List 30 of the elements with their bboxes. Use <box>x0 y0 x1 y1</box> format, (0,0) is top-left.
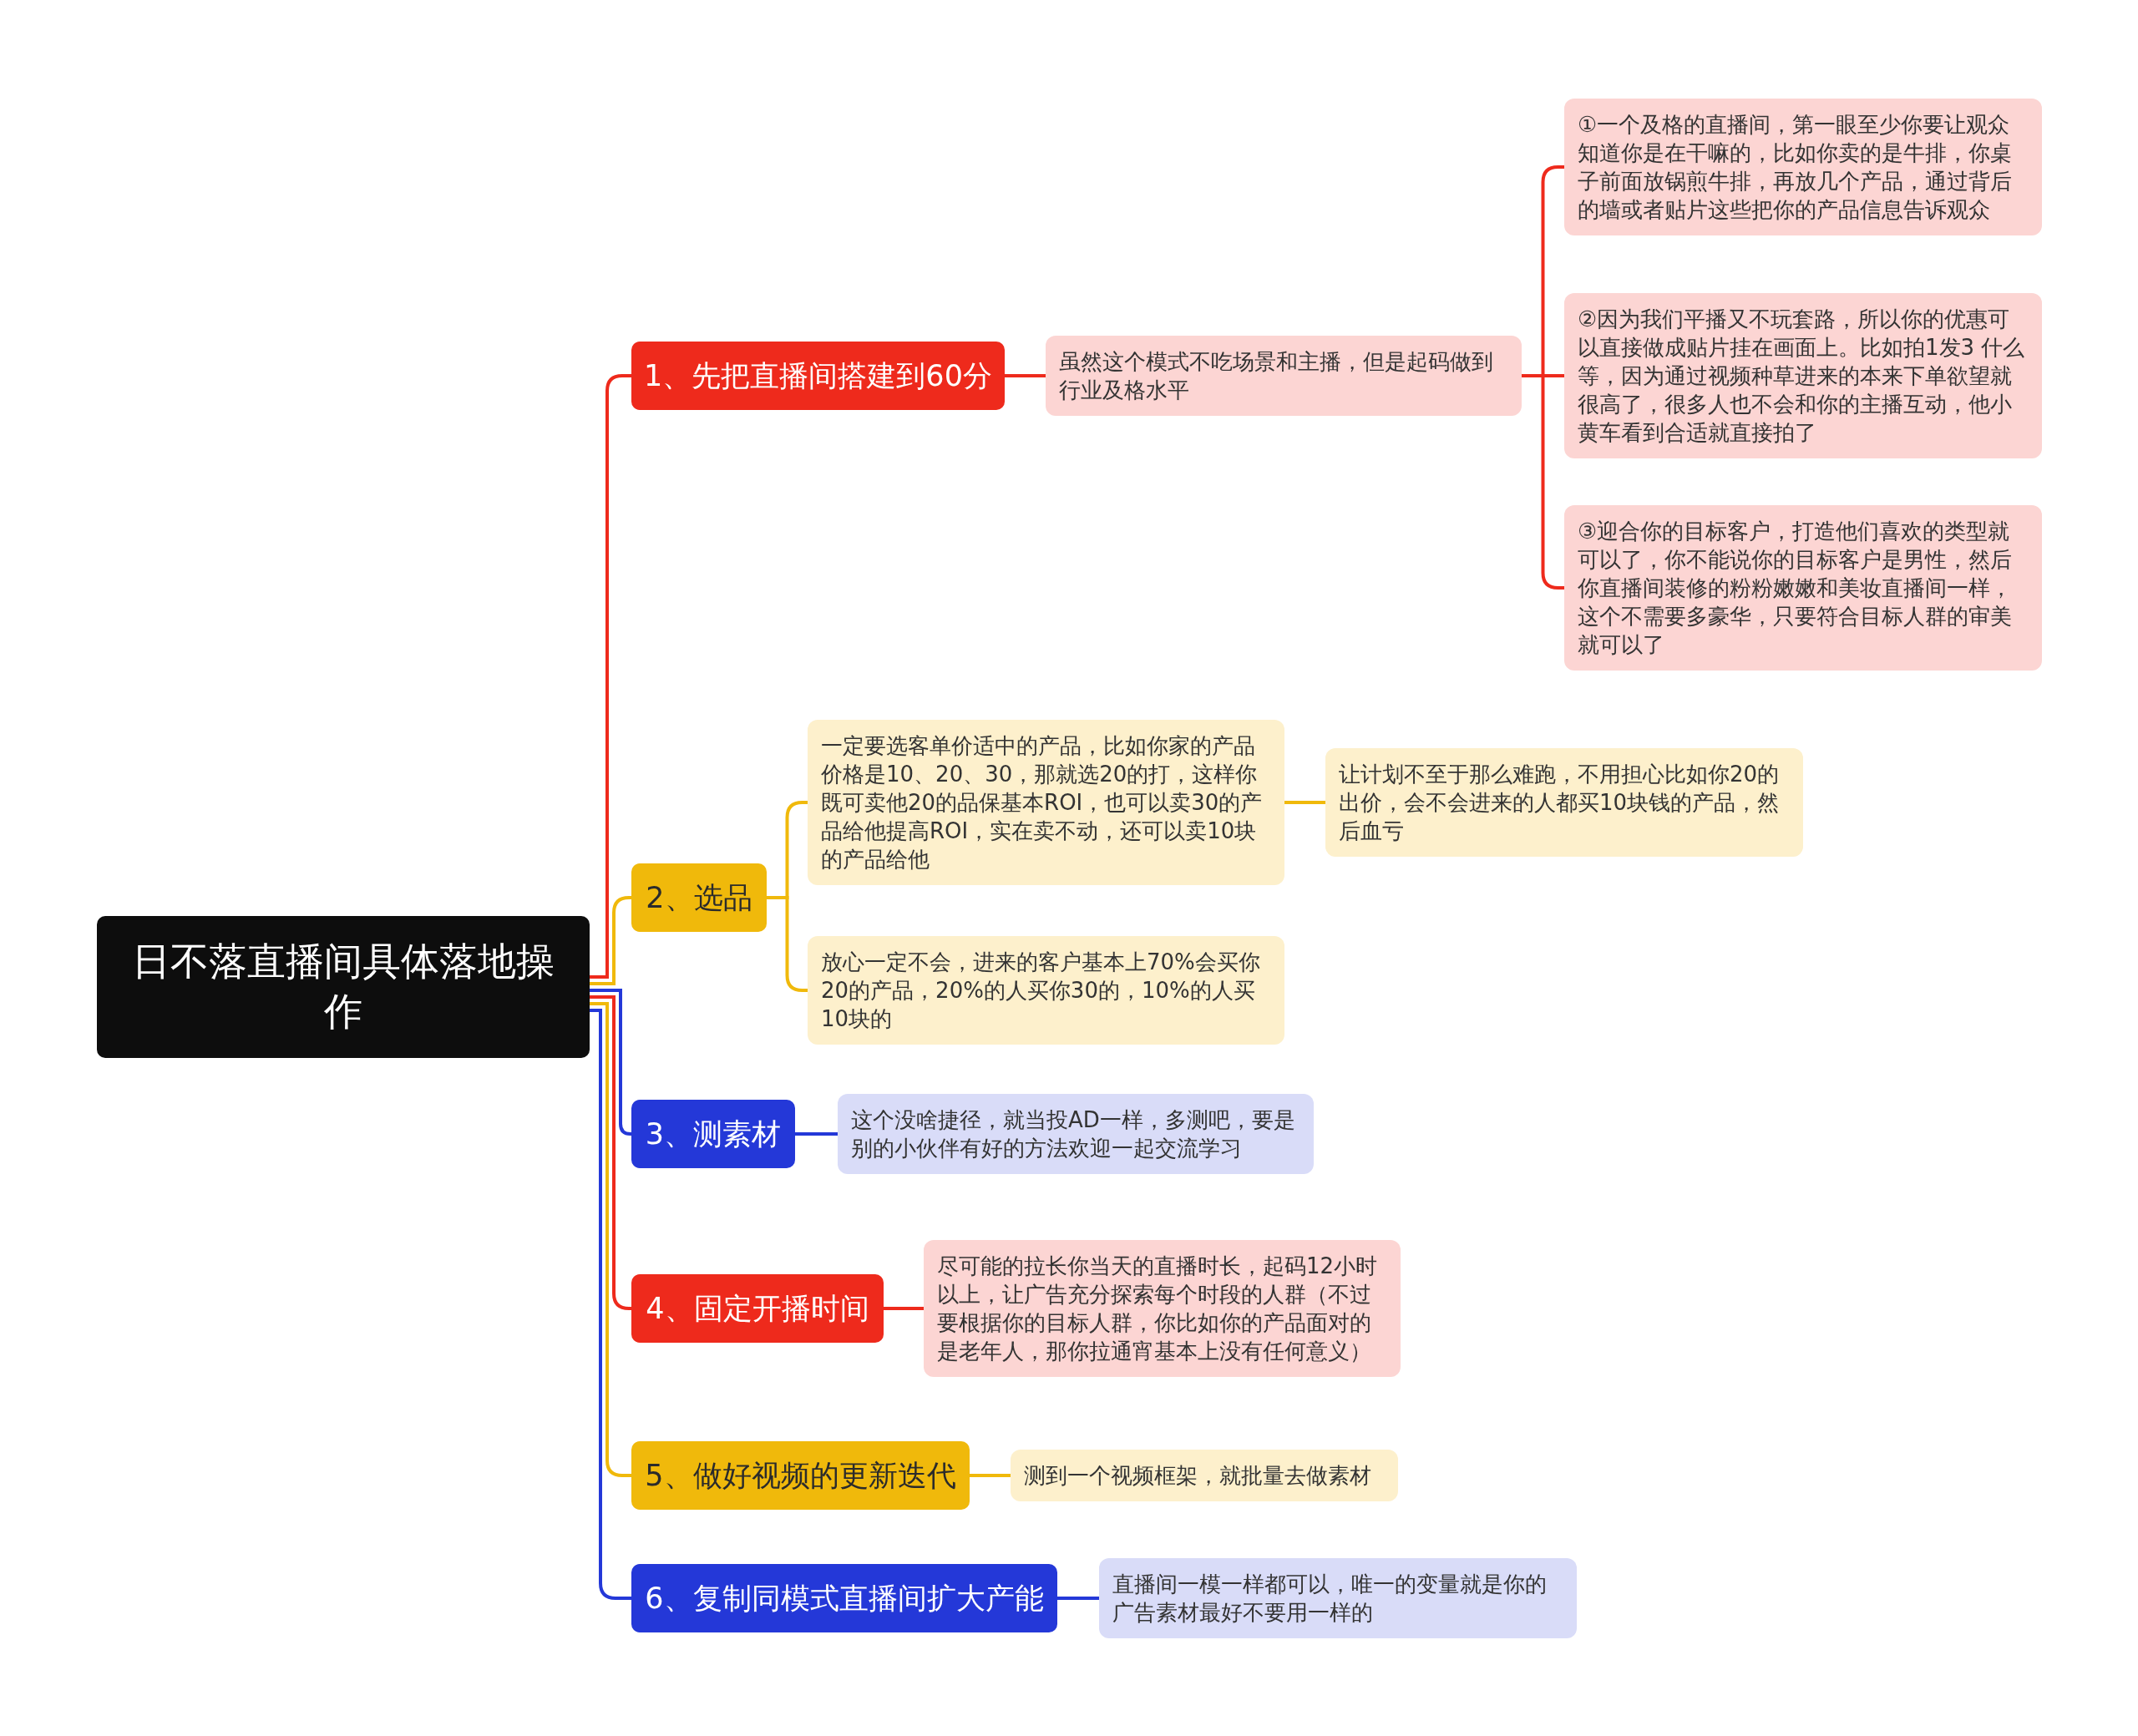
subtopic-note: 这个没啥捷径，就当投AD一样，多测吧，要是别的小伙伴有好的方法欢迎一起交流学习 <box>838 1094 1314 1174</box>
connector-line <box>590 989 632 1136</box>
main-topic: 2、选品 <box>631 863 767 932</box>
connector-line <box>1005 374 1046 377</box>
connector-line <box>795 1132 838 1136</box>
connector-line <box>1057 1597 1099 1600</box>
subtopic-note: ③迎合你的目标客户，打造他们喜欢的类型就可以了，你不能说你的目标客户是男性，然后你直播间装修的粉粉嫩嫩和美妆直播间一样，这个不需要多豪华，只要符合目标人群的审美就可以了 <box>1564 505 2042 671</box>
subtopic-note: 直播间一模一样都可以，唯一的变量就是你的广告素材最好不要用一样的 <box>1099 1558 1577 1638</box>
subtopic-note: ①一个及格的直播间，第一眼至少你要让观众知道你是在干嘛的，比如你卖的是牛排，你桌子前面放锅煎牛排，再放几个产品，通过背后的墙或者贴片这些把你的产品信息告诉观众 <box>1564 99 2042 235</box>
connector-line <box>590 1002 631 1477</box>
main-topic: 6、复制同模式直播间扩大产能 <box>631 1564 1057 1632</box>
connector-line <box>590 896 631 985</box>
subtopic-note: 一定要选客单价适中的产品，比如你家的产品价格是10、20、30，那就选20的打，这样你既可卖他20的品保基本ROI，也可以卖30的产品给他提高ROI，实在卖不动，还可以卖10块的产品给他 <box>808 720 1284 885</box>
main-topic: 3、测素材 <box>631 1100 795 1168</box>
subtopic-note: 虽然这个模式不吃场景和主播，但是起码做到行业及格水平 <box>1046 336 1522 416</box>
connector-line <box>590 995 632 1310</box>
central-topic: 日不落直播间具体落地操作 <box>97 916 590 1058</box>
subtopic-note: 放心一定不会，进来的客户基本上70%会买你20的产品，20%的人买你30的，10%的人买10块的 <box>808 936 1284 1045</box>
main-topic: 5、做好视频的更新迭代 <box>631 1441 970 1510</box>
connector-line <box>884 1307 924 1310</box>
connector-line <box>767 896 808 992</box>
subtopic-note: ②因为我们平播又不玩套路，所以你的优惠可以直接做成贴片挂在画面上。比如拍1发3 什么等，因为通过视频种草进来的本来下单欲望就很高了，很多人也不会和你的主播互动，他小黄车看到合适就直接拍了 <box>1564 293 2042 458</box>
main-topic: 4、固定开播时间 <box>631 1274 884 1343</box>
subtopic-note: 尽可能的拉长你当天的直播时长，起码12小时以上，让广告充分探索每个时段的人群（不过要根据你的目标人群，你比如你的产品面对的是老年人，那你拉通宵基本上没有任何意义） <box>924 1240 1401 1377</box>
subtopic-note: 让计划不至于那么难跑，不用担心比如你20的出价，会不会进来的人都买10块钱的产品，然后血亏 <box>1325 748 1803 857</box>
connector-line <box>970 1474 1011 1477</box>
subtopic-note: 测到一个视频框架，就批量去做素材 <box>1011 1450 1398 1501</box>
main-topic: 1、先把直播间搭建到60分 <box>631 342 1005 410</box>
connector-line <box>1522 374 1564 590</box>
connector-line <box>1284 801 1325 804</box>
